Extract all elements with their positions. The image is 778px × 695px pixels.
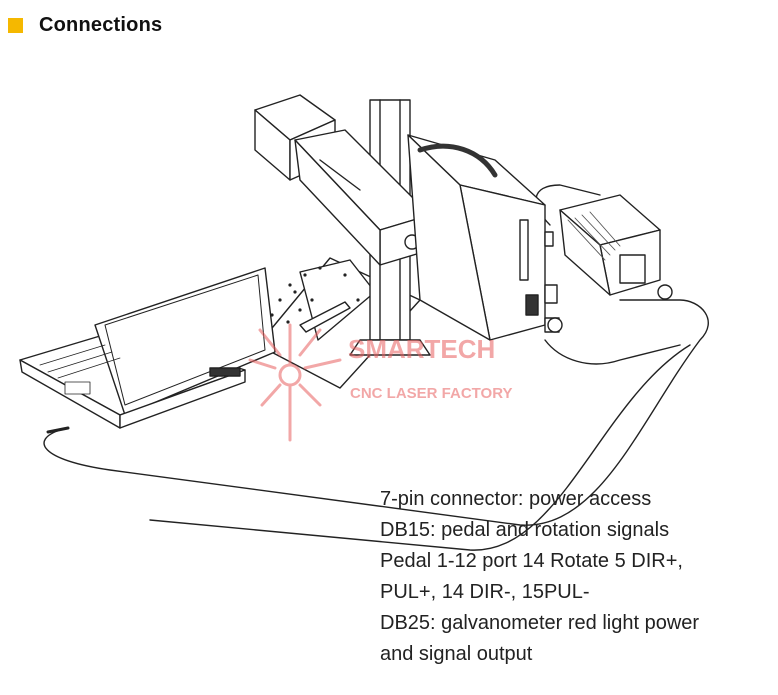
connection-notes: 7-pin connector: power access DB15: peda… xyxy=(380,484,699,670)
source-connectors xyxy=(547,284,673,333)
db-port-stack xyxy=(544,231,560,333)
pedal-cable xyxy=(544,339,681,365)
laser-head xyxy=(254,94,431,266)
control-box xyxy=(407,134,560,341)
watermark-brand: SMARTECH xyxy=(348,334,495,364)
brand-watermark: SMARTECH CNC LASER FACTORY xyxy=(248,323,513,442)
connection-cable-2 xyxy=(149,344,691,551)
note-line-2: DB15: pedal and rotation signals xyxy=(380,519,670,541)
header-accent-square xyxy=(8,18,23,33)
note-line-4: PUL+, 14 DIR-, 15PUL- xyxy=(380,581,590,603)
note-line-5: DB25: galvanometer red light power xyxy=(380,612,700,634)
note-line-1: 7-pin connector: power access xyxy=(380,488,652,510)
connection-cable xyxy=(43,299,709,526)
laptop xyxy=(19,267,276,434)
section-title: Connections xyxy=(39,14,163,36)
watermark-burst-icon xyxy=(248,323,342,442)
lift-column xyxy=(349,99,431,356)
note-line-6: and signal output xyxy=(380,643,533,665)
note-line-3: Pedal 1-12 port 14 Rotate 5 DIR+, xyxy=(380,550,683,572)
watermark-tagline: CNC LASER FACTORY xyxy=(350,385,513,402)
section-header: Connections xyxy=(8,14,162,37)
laser-source xyxy=(547,194,673,333)
